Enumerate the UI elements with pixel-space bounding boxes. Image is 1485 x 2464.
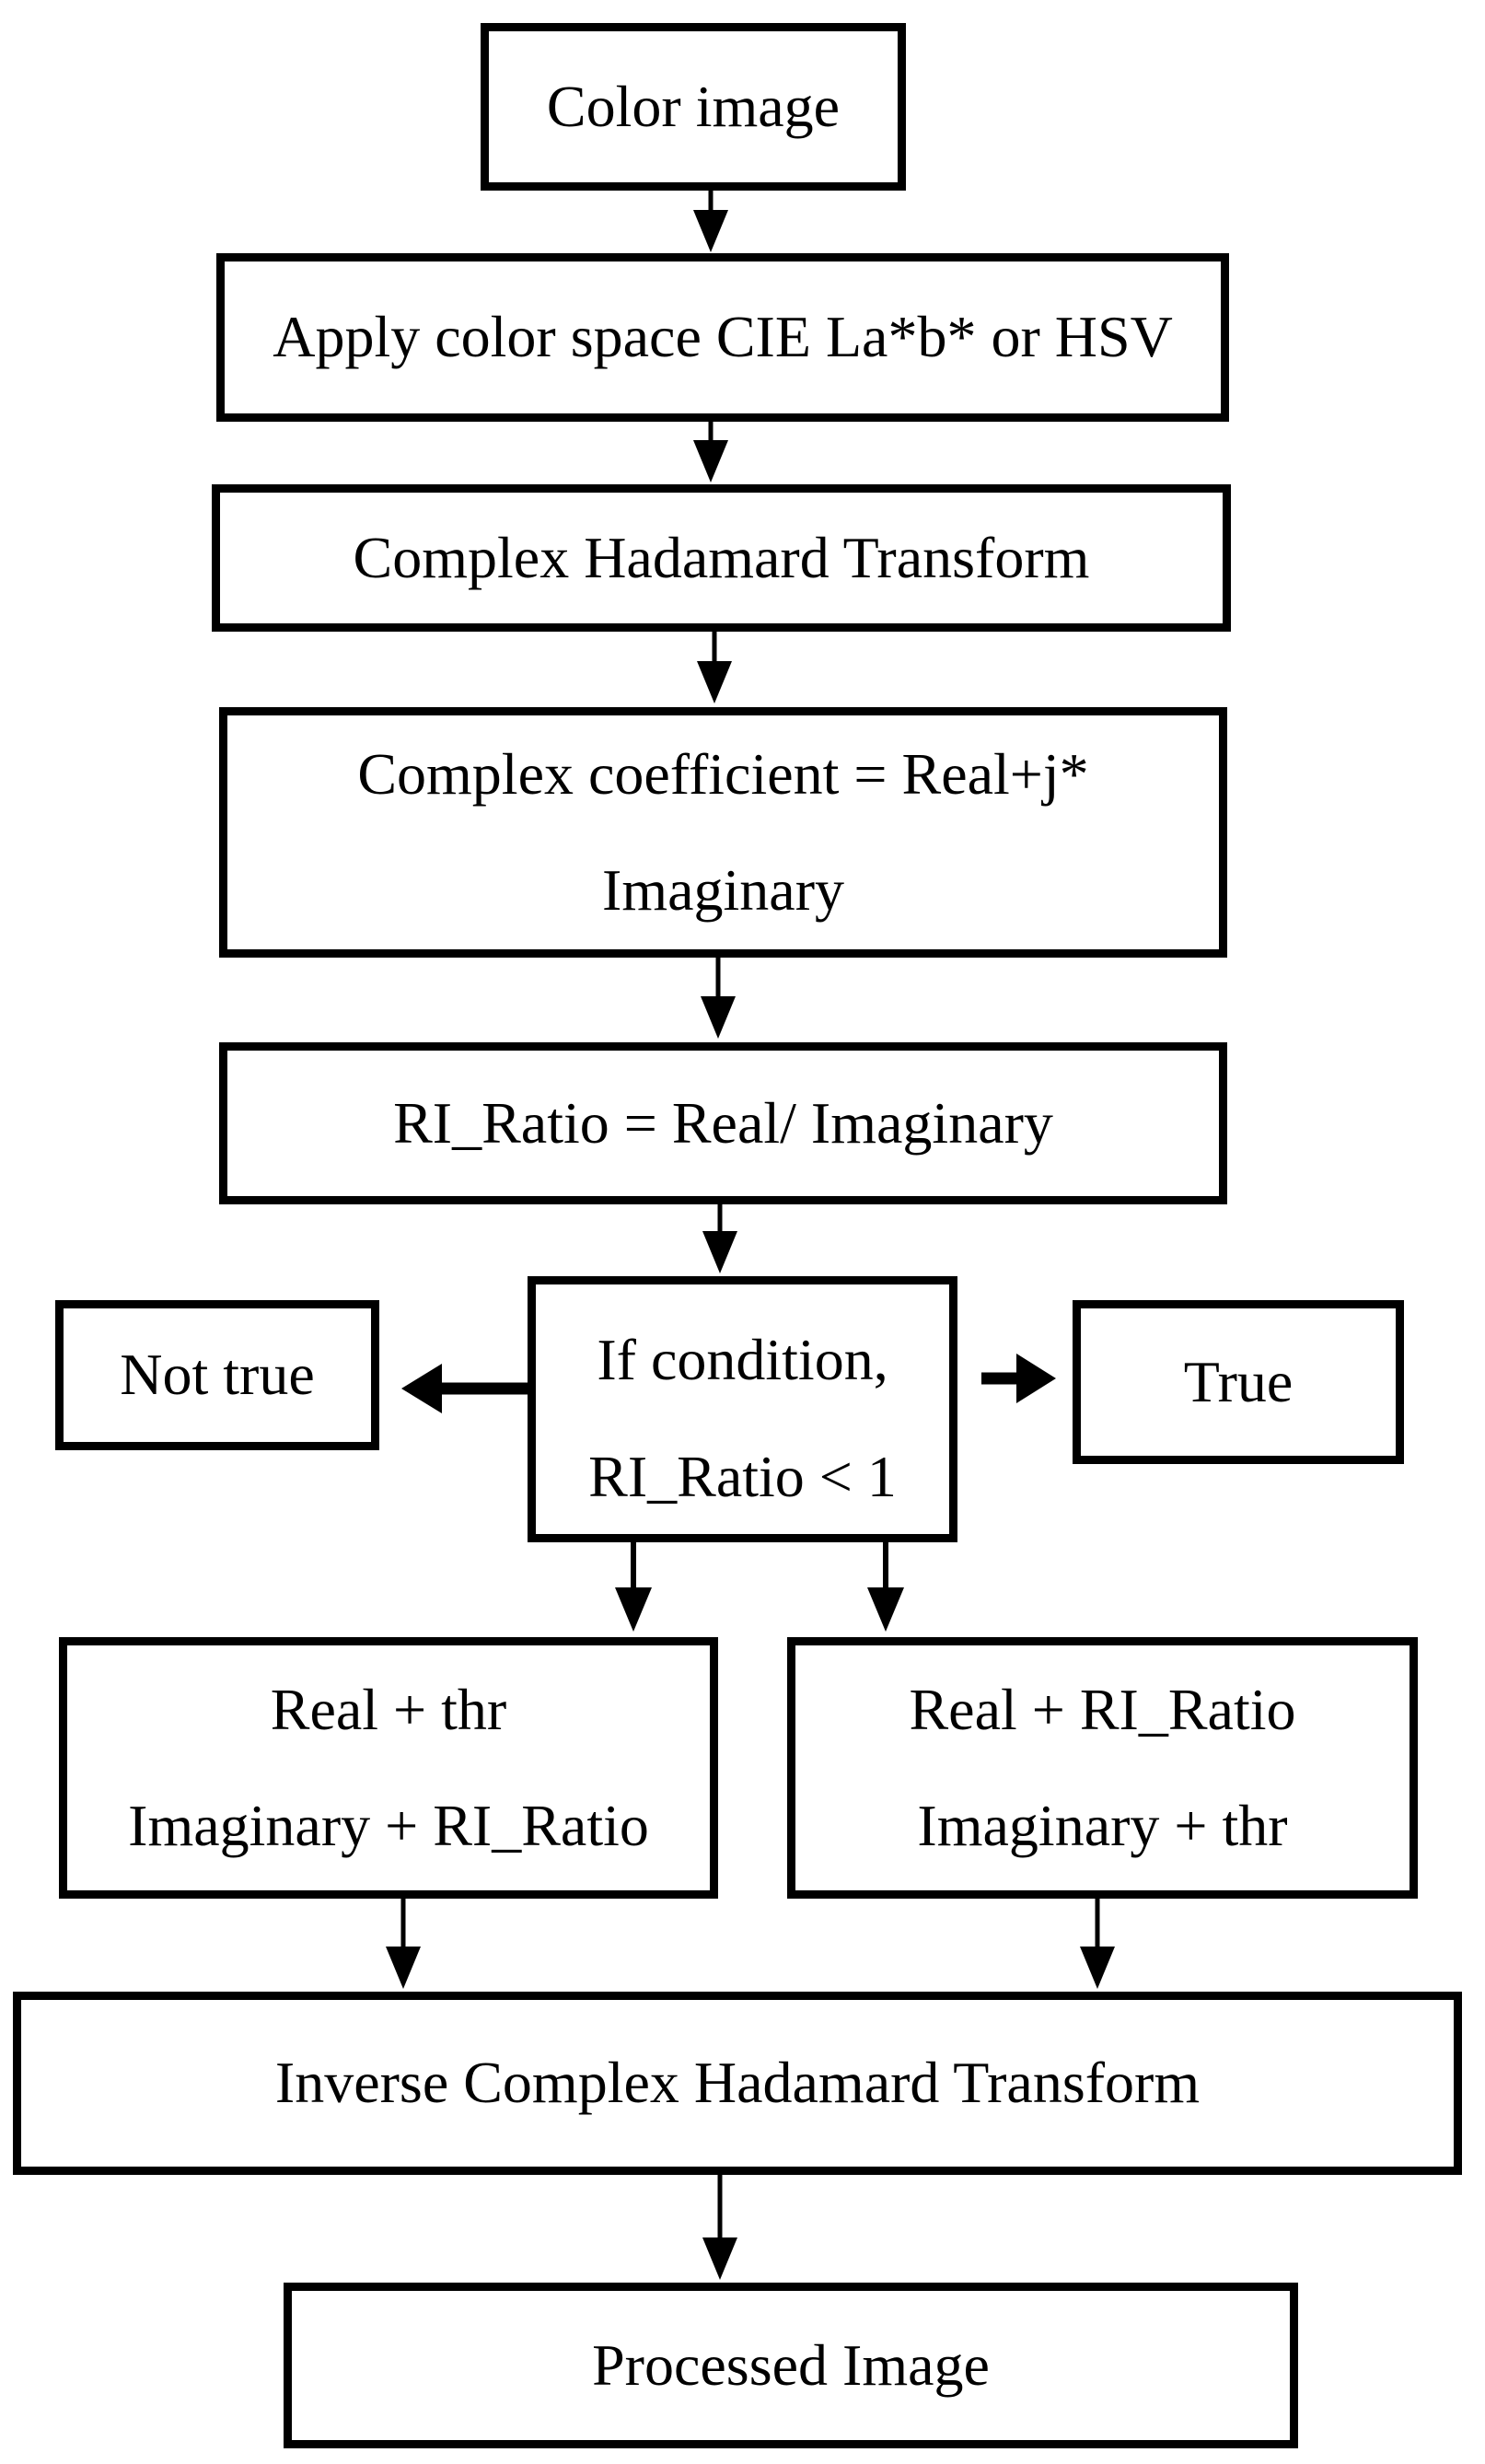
arrow-down-icon bbox=[701, 958, 736, 1039]
node-color-image: Color image bbox=[481, 23, 906, 191]
node-not-true: Not true bbox=[55, 1300, 379, 1450]
node-branch-not-true: Real + thr Imaginary + RI_Ratio bbox=[59, 1637, 718, 1899]
node-branch-true: Real + RI_Ratio Imaginary + thr bbox=[787, 1637, 1418, 1899]
node-complex-coefficient: Complex coefficient = Real+j* Imaginary bbox=[219, 707, 1227, 958]
node-branch-true-line2: Imaginary + thr bbox=[917, 1793, 1288, 1858]
node-branch-true-line1: Real + RI_Ratio bbox=[909, 1676, 1296, 1742]
node-true-label: True bbox=[1183, 1348, 1294, 1414]
arrow-down-icon bbox=[693, 191, 728, 252]
arrow-down-icon bbox=[702, 1204, 737, 1273]
arrow-down-icon bbox=[693, 422, 728, 482]
node-condition-line2: RI_Ratio < 1 bbox=[588, 1443, 897, 1509]
node-condition-line1: If condition, bbox=[597, 1327, 888, 1393]
arrow-left-icon bbox=[401, 1364, 528, 1413]
arrow-right-icon bbox=[981, 1354, 1056, 1403]
node-inverse-complex-hadamard-transform: Inverse Complex Hadamard Transform bbox=[13, 1992, 1462, 2175]
arrow-down-icon bbox=[702, 2175, 737, 2280]
node-color-image-label: Color image bbox=[546, 73, 841, 139]
node-complex-coefficient-line1: Complex coefficient = Real+j* bbox=[357, 740, 1089, 807]
node-condition: If condition, RI_Ratio < 1 bbox=[528, 1276, 957, 1542]
node-complex-coefficient-line2: Imaginary bbox=[602, 857, 844, 923]
node-branch-not-true-line1: Real + thr bbox=[270, 1676, 507, 1742]
node-true: True bbox=[1073, 1300, 1404, 1464]
node-apply-color-space-label: Apply color space CIE La*b* or HSV bbox=[273, 304, 1173, 370]
node-processed-image: Processed Image bbox=[284, 2283, 1298, 2448]
node-complex-hadamard-transform: Complex Hadamard Transform bbox=[212, 484, 1231, 632]
arrow-down-icon bbox=[1080, 1899, 1115, 1989]
arrow-down-icon bbox=[867, 1542, 904, 1632]
arrow-down-icon bbox=[697, 632, 732, 703]
node-complex-hadamard-transform-label: Complex Hadamard Transform bbox=[353, 524, 1090, 590]
node-branch-not-true-line2: Imaginary + RI_Ratio bbox=[128, 1793, 649, 1858]
node-ri-ratio-label: RI_Ratio = Real/ Imaginary bbox=[393, 1089, 1053, 1156]
node-processed-image-label: Processed Image bbox=[592, 2331, 990, 2398]
node-ri-ratio: RI_Ratio = Real/ Imaginary bbox=[219, 1042, 1227, 1204]
node-not-true-label: Not true bbox=[120, 1342, 315, 1408]
node-inverse-complex-hadamard-transform-label: Inverse Complex Hadamard Transform bbox=[274, 2050, 1201, 2116]
arrow-down-icon bbox=[615, 1542, 652, 1632]
arrow-down-icon bbox=[386, 1899, 421, 1989]
node-apply-color-space: Apply color space CIE La*b* or HSV bbox=[216, 253, 1229, 422]
